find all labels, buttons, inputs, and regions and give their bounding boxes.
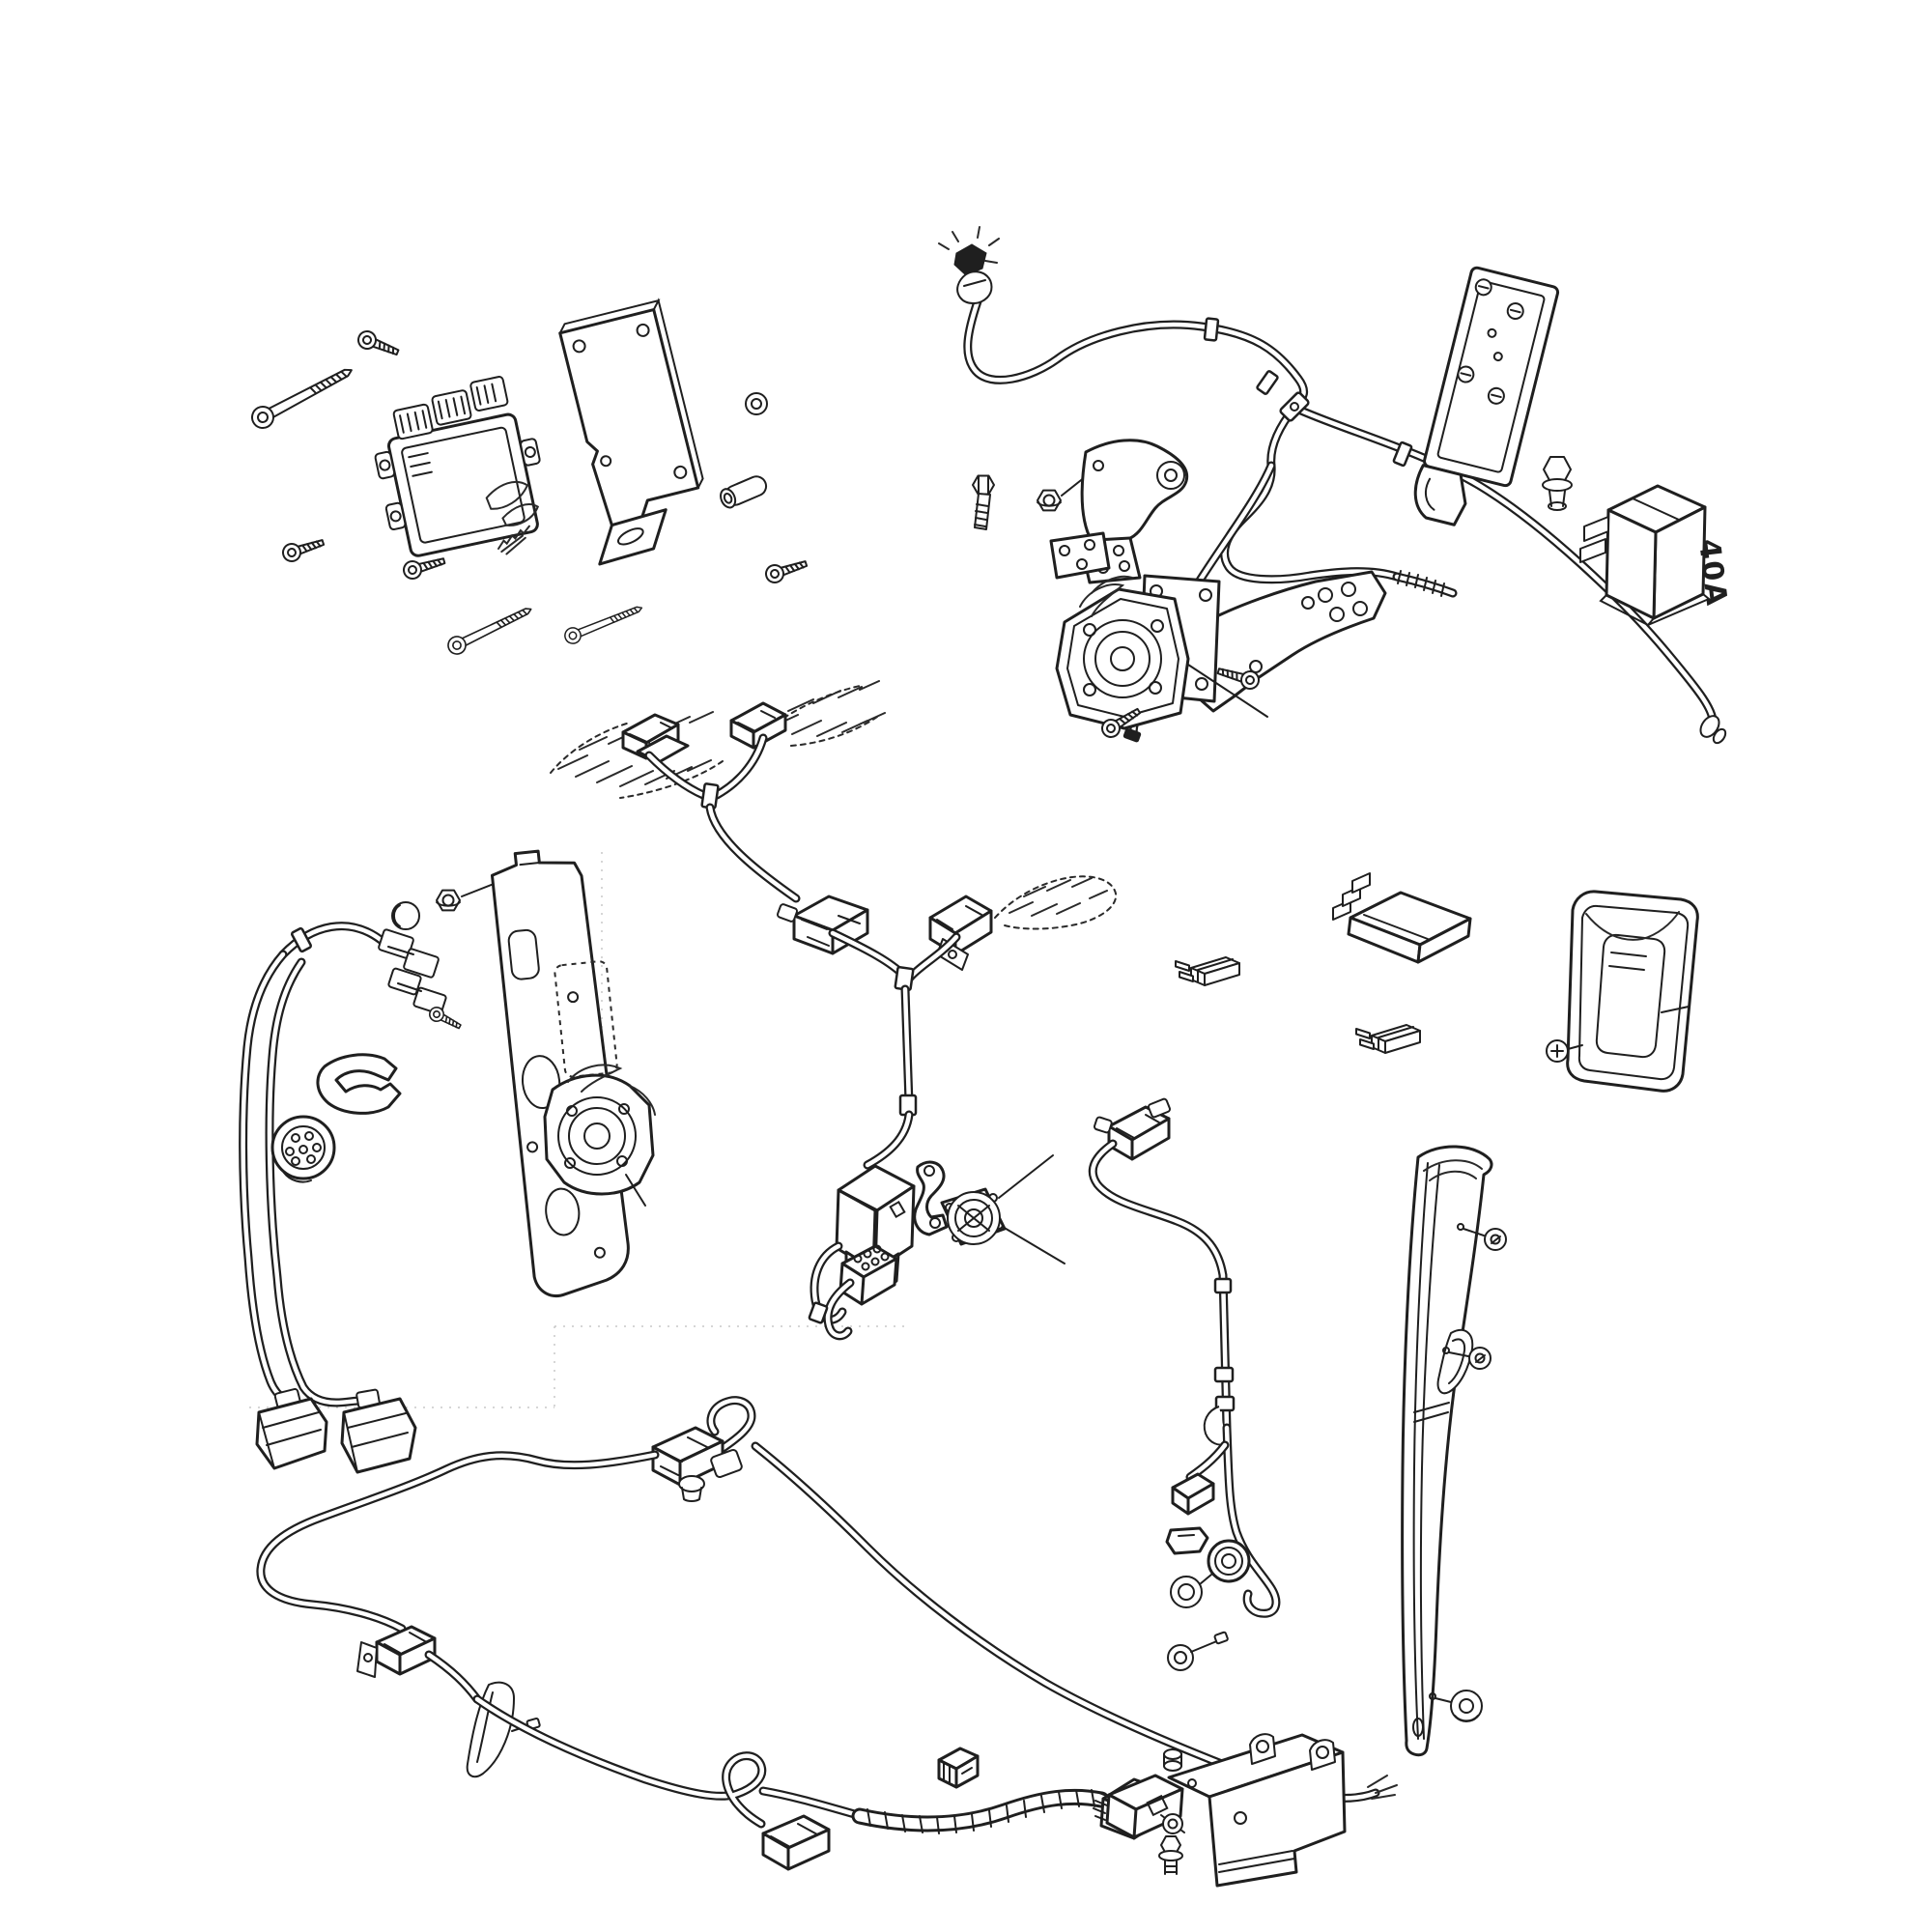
flange-screw <box>1158 1835 1183 1875</box>
mounting-plate <box>1413 266 1560 526</box>
small-bracket-center <box>913 1160 949 1236</box>
socket-grommet <box>1170 1574 1212 1608</box>
engine-bay-harness-assembly: 40A <box>938 226 1733 745</box>
bracket-module-connector <box>1093 1774 1184 1839</box>
round-multi-pin-connector <box>270 1115 336 1183</box>
cable-clamp <box>1279 391 1310 422</box>
bezel-screw <box>1546 1039 1583 1063</box>
a-pillar-trim <box>1401 1145 1507 1757</box>
clip-b <box>1213 1366 1235 1383</box>
flange-nut <box>1037 489 1062 512</box>
harness-clip <box>290 926 313 953</box>
control-module-assembly <box>247 298 810 658</box>
branch-connector-with-holder <box>356 1625 437 1678</box>
right-harness-connector <box>1094 1097 1171 1161</box>
cable-clip-2 <box>1256 370 1279 395</box>
module-mounting-bracket <box>558 298 704 566</box>
control-module <box>374 376 541 557</box>
plate-screws <box>1457 278 1524 405</box>
small-cap <box>1163 1748 1182 1772</box>
fuse-and-relay-kit <box>1175 872 1472 1054</box>
trailer-socket-with-cover <box>1055 575 1268 730</box>
cable-end-fitting <box>1699 715 1727 745</box>
bulb-socket <box>1207 1539 1251 1583</box>
push-clip <box>1165 1526 1209 1555</box>
socket-bezel <box>1546 890 1699 1093</box>
plate-flange-nut <box>436 889 461 912</box>
spacer-sleeve <box>720 475 768 509</box>
upper-left-plate <box>1049 531 1111 580</box>
branch-connector-small <box>1171 1472 1215 1516</box>
trim-dome-nut-2 <box>1468 1347 1492 1370</box>
branch-connectors <box>378 928 447 1015</box>
harness-bulge <box>1203 1406 1228 1446</box>
lock-washer <box>1160 1813 1185 1834</box>
module-bracket-assembly <box>1093 1631 1347 1888</box>
spring-clip <box>316 1053 402 1115</box>
grommet-with-pin <box>1167 1631 1229 1671</box>
corrugated-sleeve-end <box>1392 570 1458 598</box>
clip-a <box>1213 1277 1233 1294</box>
plate-trailer-socket <box>543 1064 656 1207</box>
body-sketch-area-3 <box>994 875 1118 930</box>
relay-rating-label: 40A <box>1691 537 1733 610</box>
center-harness <box>550 680 1118 1341</box>
hex-flange-bolt <box>1542 456 1573 511</box>
expander-rivet <box>497 525 530 555</box>
floor-connector <box>761 1814 831 1871</box>
trim-dome-nut-1 <box>1484 1228 1507 1251</box>
cluster-connector <box>651 1396 756 1502</box>
corrugated-sleeve <box>851 1788 1110 1834</box>
relay-40a: 40A <box>1579 484 1733 627</box>
cover-cap <box>391 901 420 930</box>
multi-pin-connector <box>838 1244 898 1306</box>
right-body-harness <box>1088 1097 1281 1618</box>
cable-clip-1 <box>1203 317 1220 342</box>
cable-clip-3 <box>1392 440 1413 468</box>
trim-grommet <box>1450 1690 1483 1722</box>
socket-plate-assembly <box>239 849 656 1474</box>
battery-terminal <box>938 226 1000 304</box>
metal-bracket <box>1167 1733 1347 1888</box>
frayed-end <box>1367 1775 1398 1800</box>
washer <box>745 392 768 415</box>
pigtail-connector-2 <box>340 1388 417 1474</box>
loop-clip <box>808 1301 829 1324</box>
center-round-socket <box>940 1154 1065 1264</box>
top-branch-connector-right <box>729 701 787 750</box>
pigtail-connector-1 <box>255 1388 328 1470</box>
hex-bolt <box>972 474 995 530</box>
harness-clip-top <box>937 1747 980 1789</box>
kit-relay <box>1332 872 1472 964</box>
clip-c <box>1214 1395 1236 1412</box>
